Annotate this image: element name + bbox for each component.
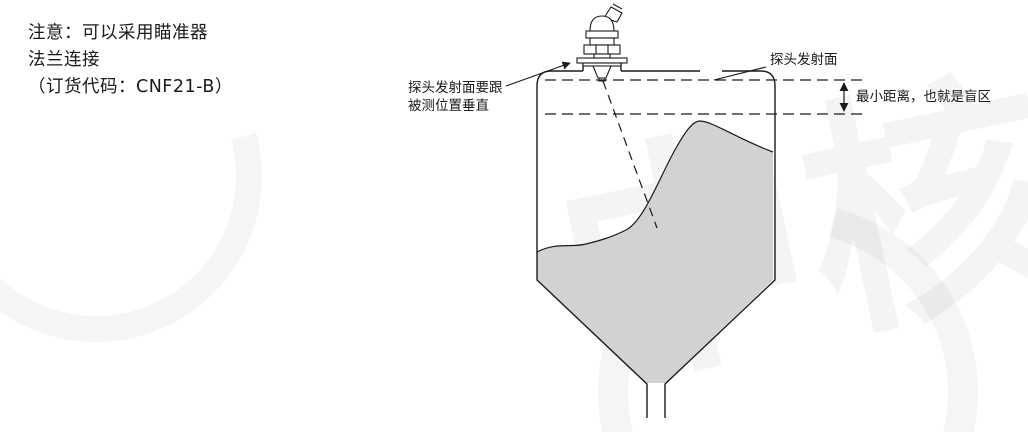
order-note: 注意：可以采用瞄准器 法兰连接 （订货代码：CNF21-B） [28, 20, 233, 101]
alignment-note-line2: 被测位置垂直 [408, 98, 489, 114]
note-line-3: （订货代码：CNF21-B） [28, 77, 233, 97]
note-line-1: 注意：可以采用瞄准器 [28, 23, 208, 43]
probe-face-leader [713, 66, 767, 81]
tank-outline-right [664, 70, 776, 418]
tank-outline-left [536, 70, 648, 418]
alignment-note-line1: 探头发射面要跟 [408, 80, 503, 96]
blind-zone-label: 最小距离，也就是盲区 [856, 88, 991, 105]
note-line-2: 法兰连接 [28, 50, 100, 70]
probe-face-label: 探头发射面 [770, 52, 838, 68]
alignment-arrow [505, 61, 571, 87]
material-fill [537, 121, 773, 383]
beam-line [602, 80, 658, 229]
material-surface [536, 120, 774, 253]
level-sensor-icon [576, 3, 628, 82]
